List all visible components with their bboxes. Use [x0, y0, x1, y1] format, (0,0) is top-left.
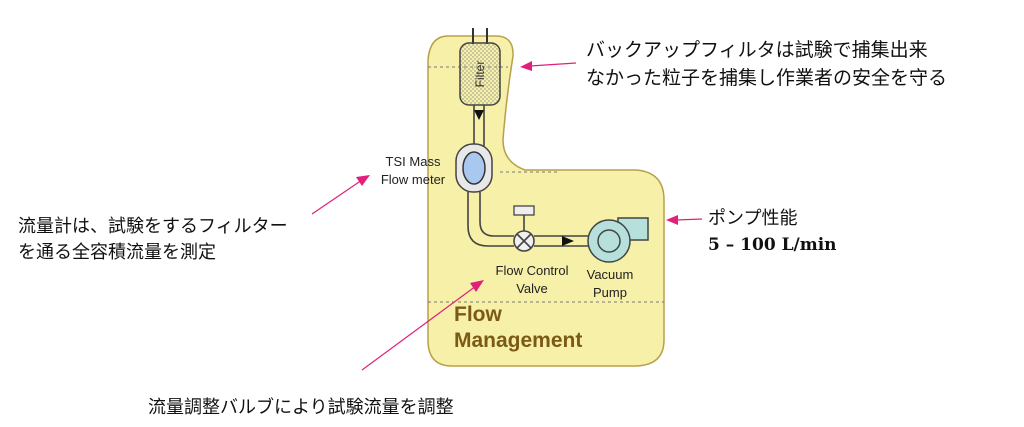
filter-note: バックアップフィルタは試験で捕集出来 なかった粒子を捕集し作業者の安全を守る [586, 36, 947, 92]
callout-arrow-pump [675, 218, 703, 221]
callout-arrowhead-meter [356, 175, 370, 186]
filter-note-line1: バックアップフィルタは試験で捕集出来 [586, 39, 928, 61]
vacuum-pump-label: Vacuum Pump [582, 266, 638, 302]
mass-flow-meter-label: TSI Mass Flow meter [372, 153, 454, 189]
mass-flow-meter-window [462, 151, 486, 185]
pipe-meter-to-valve-outer [467, 192, 514, 247]
flow-management-panel [427, 35, 665, 367]
filter-cartridge [459, 42, 501, 106]
flow-management-heading: Flow Management [454, 302, 582, 354]
callout-arrow-meter [311, 179, 363, 215]
flow-control-valve-label-line2: Valve [516, 281, 548, 296]
filter-label: Filter [473, 61, 487, 88]
flow-management-heading-line2: Management [454, 329, 583, 352]
flow-arrow-down [474, 110, 484, 120]
flow-control-valve-label: Flow Control Valve [484, 262, 580, 298]
mass-flow-meter-label-line2: Flow meter [380, 172, 446, 187]
flow-arrow-right [562, 236, 574, 246]
meter-note-line1: 流量計は、試験をするフィルター [18, 216, 288, 237]
pump-note: ポンプ性能 5 – 100 L/min [708, 206, 837, 258]
vacuum-pump-core [597, 229, 621, 253]
valve-note: 流量調整バルブにより試験流量を調整 [148, 397, 454, 418]
flow-management-heading-line1: Flow [454, 303, 502, 326]
callout-arrow-valve [361, 285, 477, 371]
filter-note-line2: なかった粒子を捕集し作業者の安全を守る [586, 67, 948, 89]
callout-arrowhead-valve [470, 280, 484, 292]
valve-cross-b [516, 233, 532, 249]
mass-flow-meter-label-line1: TSI Mass [385, 154, 441, 169]
callout-arrowhead-filter [520, 61, 532, 71]
callout-arrow-filter [529, 62, 577, 67]
pump-note-spec: 5 – 100 L/min [708, 235, 837, 255]
pipe-meter-to-valve-inner [479, 192, 514, 237]
vacuum-pump-label-line2: Pump [593, 285, 627, 300]
flow-control-valve-label-line1: Flow Control [495, 263, 569, 278]
meter-note: 流量計は、試験をするフィルター を通る全容積流量を測定 [18, 214, 288, 266]
callout-arrowhead-pump [666, 215, 678, 225]
pump-note-title: ポンプ性能 [708, 208, 798, 229]
valve-handle [513, 205, 535, 216]
meter-note-line2: を通る全容積流量を測定 [18, 242, 216, 263]
vacuum-pump-label-line1: Vacuum [586, 267, 634, 282]
